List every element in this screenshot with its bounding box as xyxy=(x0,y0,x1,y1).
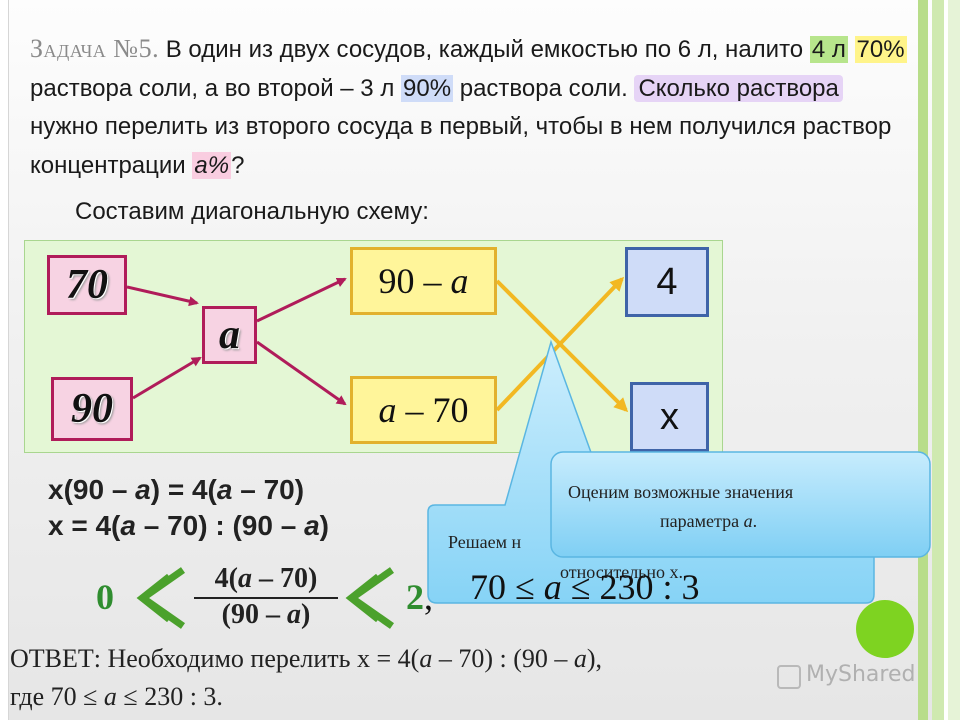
range-text: ≤ 230 : 3 xyxy=(561,567,700,607)
eq-text: – 70) xyxy=(232,474,305,505)
difference-top-text: 90 – xyxy=(378,261,442,301)
parameter-a: а xyxy=(450,261,469,301)
eq-text: х(90 – xyxy=(48,474,136,505)
equation-solution: х = 4(а – 70) : (90 – а) xyxy=(48,510,329,542)
parameter-a: а xyxy=(743,511,753,531)
upper-bound-value: 2 xyxy=(406,577,424,617)
eq-text: – 70) : (90 – xyxy=(135,510,305,541)
answer-text: – 70) : (90 – xyxy=(432,644,574,673)
fraction-x: 4(а – 70) (90 – а) xyxy=(188,563,344,631)
problem-statement: Задача №5. В один из двух сосудов, кажды… xyxy=(30,30,910,185)
parameter-a: а xyxy=(120,510,136,541)
callout-back-line1: Решаем н xyxy=(448,532,522,552)
concentration-90-box: 90 xyxy=(51,377,133,441)
parameter-a: а xyxy=(287,599,301,630)
watermark-text: MyShared xyxy=(806,662,916,687)
arrow-90-to-a xyxy=(132,356,202,400)
callout-back-line2: относительно х. xyxy=(560,562,684,582)
problem-text: нужно перелить из второго сосуда в первы… xyxy=(30,113,892,179)
arrow-70-to-a xyxy=(126,285,199,307)
schema-title: Составим диагональную схему: xyxy=(75,198,429,225)
arrow-top-to-x xyxy=(495,279,629,413)
parameter-a: а xyxy=(238,563,252,594)
eq-text: ) = 4( xyxy=(150,474,217,505)
frac-text: 4( xyxy=(214,563,238,594)
parameter-range: 70 ≤ а ≤ 230 : 3 xyxy=(470,566,700,608)
decor-stripe xyxy=(918,0,928,720)
frac-text: (90 – xyxy=(221,599,287,630)
less-than-icon xyxy=(345,573,378,623)
callout-text: параметра xyxy=(660,511,744,531)
arrow-a-to-bottom xyxy=(256,340,347,406)
parameter-a: а xyxy=(216,474,233,505)
range-text: 70 ≤ xyxy=(470,567,544,607)
problem-text: ? xyxy=(231,151,245,179)
frac-text: ) xyxy=(301,599,311,630)
highlight-percent-1: 70% xyxy=(854,36,907,63)
answer-text: ОТВЕТ: Необходимо перелить х = 4( xyxy=(10,644,420,673)
callout-front-line1: Оценим возможные значения xyxy=(568,482,794,502)
answer-text: ), xyxy=(586,644,603,673)
difference-bottom-box: а – 70 xyxy=(350,376,497,444)
highlight-question: Сколько раствора xyxy=(634,74,843,102)
concentration-70-box: 70 xyxy=(47,255,127,315)
callout-front-line2: параметра а. xyxy=(660,511,757,532)
difference-top-box: 90 – а xyxy=(350,247,497,315)
less-than-icon xyxy=(136,573,169,623)
decor-green-circle xyxy=(856,600,914,658)
problem-text: раствора соли, а во второй – 3 л xyxy=(30,74,401,102)
decor-stripe xyxy=(932,0,944,720)
parameter-a: а xyxy=(103,682,117,711)
decor-stripe xyxy=(948,0,960,720)
ratio-x-box: х xyxy=(630,382,709,452)
parameter-a: а xyxy=(378,390,397,430)
parameter-a: а xyxy=(573,644,587,673)
comma: , xyxy=(424,577,433,617)
problem-text: раствора соли. xyxy=(453,74,635,102)
answer-text: ≤ 230 : 3. xyxy=(116,682,223,711)
target-concentration-box: а xyxy=(202,306,257,364)
fraction-bar xyxy=(194,597,338,599)
callout-text: . xyxy=(752,511,758,531)
eq-text: х = 4( xyxy=(48,510,121,541)
answer-line-2: где 70 ≤ а ≤ 230 : 3. xyxy=(10,682,223,712)
fraction-numerator: 4(а – 70) xyxy=(188,563,344,595)
arrow-bottom-to-4 xyxy=(495,276,625,412)
watermark-logo-icon xyxy=(777,665,801,689)
frac-text: – 70) xyxy=(252,563,318,594)
fraction-denominator: (90 – а) xyxy=(188,599,344,631)
parameter-a: а xyxy=(135,474,151,505)
answer-text: где 70 ≤ xyxy=(10,682,104,711)
highlight-volume-1: 4 л xyxy=(809,36,848,63)
inequality-lower-bound: 0 xyxy=(96,577,114,617)
parameter-a: а xyxy=(543,567,562,607)
parameter-a: а xyxy=(419,644,433,673)
highlight-parameter: а% xyxy=(192,151,232,179)
difference-bottom-text: – 70 xyxy=(405,390,469,430)
inequality-upper-bound: 2, xyxy=(406,576,433,618)
less-than-icon xyxy=(136,567,186,629)
ratio-4-box: 4 xyxy=(625,247,709,317)
equation-proportion: х(90 – а) = 4(а – 70) xyxy=(48,474,304,506)
answer-line-1: ОТВЕТ: Необходимо перелить х = 4(а – 70)… xyxy=(10,644,602,674)
parameter-a: а xyxy=(304,510,320,541)
problem-text: В один из двух сосудов, каждый емкостью … xyxy=(159,36,810,63)
highlight-percent-2: 90% xyxy=(401,74,454,102)
arrow-a-to-top xyxy=(256,277,347,323)
less-than-icon xyxy=(345,567,395,629)
eq-text: ) xyxy=(319,510,329,541)
problem-title: Задача №5. xyxy=(30,34,160,63)
